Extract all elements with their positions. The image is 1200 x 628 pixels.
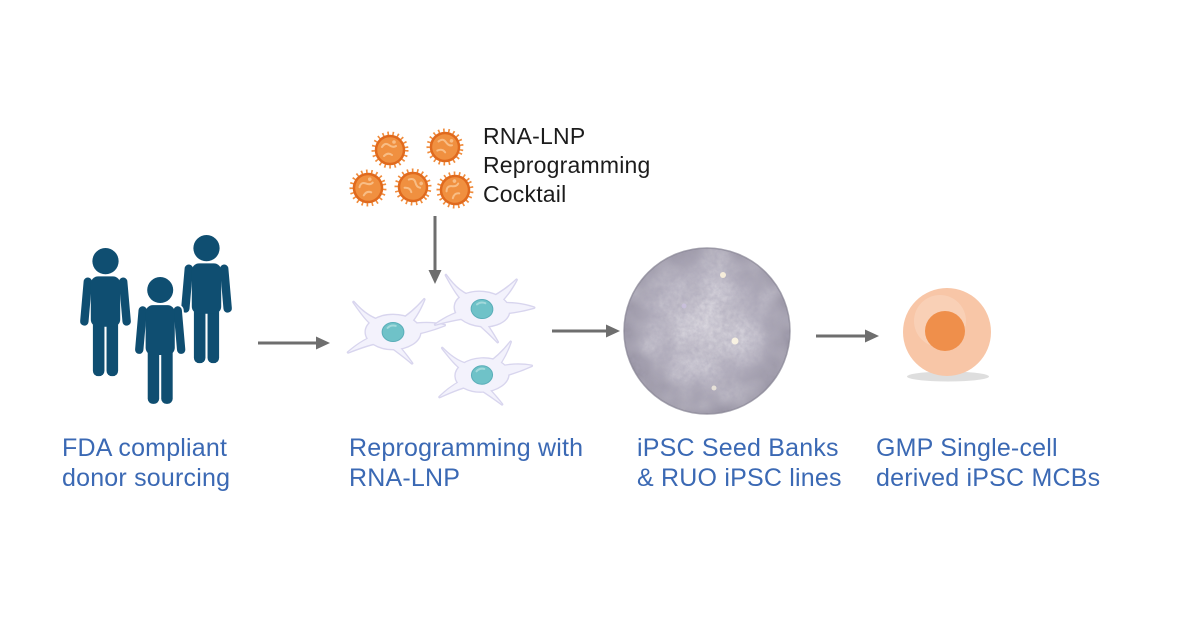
arrow-colony-to-mcb — [816, 329, 879, 343]
caption-line: & RUO iPSC lines — [637, 464, 842, 492]
single-cell-icon — [903, 288, 991, 382]
colony-glint — [731, 337, 739, 345]
fibroblast-cell — [435, 339, 536, 409]
ipsc-colony-image — [623, 247, 791, 415]
colony-glint — [681, 303, 687, 309]
caption-reprogramming: Reprogramming with RNA-LNP — [349, 433, 583, 493]
caption-donor-sourcing: FDA compliant donor sourcing — [62, 433, 230, 493]
caption-seed-banks: iPSC Seed Banks & RUO iPSC lines — [637, 433, 842, 493]
donor-group-icon — [77, 233, 235, 406]
adult-left-silhouette — [77, 246, 134, 378]
fibroblast-cell — [432, 270, 539, 347]
fibroblast-cells-icon — [346, 270, 539, 409]
colony-glint — [711, 385, 717, 391]
annotation-rna-lnp-cocktail: RNA-LNP Reprogramming Cocktail — [483, 122, 651, 209]
caption-line: derived iPSC MCBs — [876, 464, 1101, 492]
arrow-donor-to-cells — [258, 336, 330, 350]
caption-line: RNA-LNP — [349, 464, 461, 492]
caption-gmp-mcbs: GMP Single-cell derived iPSC MCBs — [876, 433, 1100, 493]
caption-line: iPSC Seed Banks — [637, 434, 839, 462]
caption-line: donor sourcing — [62, 464, 231, 492]
caption-line: FDA compliant — [62, 434, 228, 462]
colony-glint — [720, 272, 726, 278]
annotation-line-1: RNA-LNP — [483, 123, 586, 149]
rna-lnp-particles-icon — [348, 126, 478, 215]
caption-line: Reprogramming with — [349, 434, 584, 462]
caption-line: GMP Single-cell — [876, 434, 1058, 462]
arrow-cells-to-colony — [552, 324, 620, 338]
annotation-line-2: Reprogramming — [483, 152, 651, 178]
annotation-line-3: Cocktail — [483, 181, 567, 207]
adult-right-silhouette — [178, 233, 235, 365]
fibroblast-cell — [346, 297, 447, 365]
child-silhouette — [132, 275, 188, 406]
